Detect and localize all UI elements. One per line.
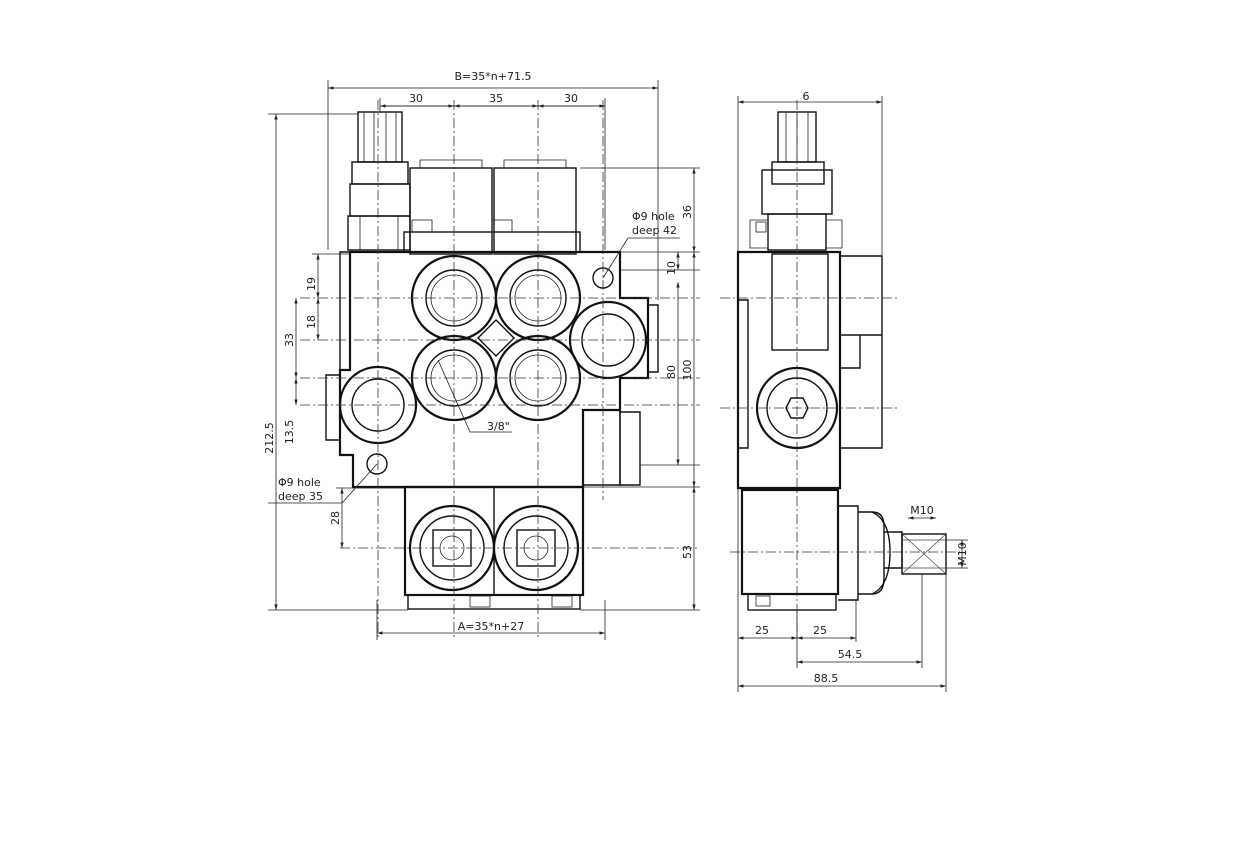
dim-left-28: 28	[329, 511, 342, 525]
side-view: 6 M10 M10 25 25 54.5 88.5	[720, 90, 969, 692]
dim-overall-height: 212.5	[263, 422, 276, 454]
dim-right-80: 80	[665, 365, 678, 379]
dim-side-top: 6	[803, 90, 810, 103]
thread-label-horizontal: M10	[910, 504, 934, 517]
port-size-label: 3/8"	[487, 420, 510, 433]
dim-right-53: 53	[681, 545, 694, 559]
mounting-hole-bottom	[366, 453, 388, 475]
upper-ports	[410, 254, 582, 422]
dim-top-2: 35	[489, 92, 503, 105]
hole-top-note-line2: deep 42	[632, 224, 677, 237]
dim-left-18: 18	[305, 315, 318, 329]
dim-side-bottom-2: 25	[813, 624, 827, 637]
side-body-outline	[736, 250, 842, 490]
hole-top-note-line1: Φ9 hole	[632, 210, 675, 223]
side-lower-section	[740, 488, 840, 596]
dim-right-100: 100	[681, 360, 694, 381]
front-view: B=35*n+71.5 30 35 30 212.5 19 18 33 13.5…	[263, 70, 700, 640]
dim-bottom-width: A=35*n+27	[458, 620, 524, 633]
dim-right-10: 10	[665, 261, 678, 275]
dim-top-3: 30	[564, 92, 578, 105]
thread-label-vertical: M10	[956, 542, 969, 566]
dim-left-19: 19	[305, 277, 318, 291]
dim-side-bottom-3: 54.5	[838, 648, 863, 661]
hole-bottom-note-line1: Φ9 hole	[278, 476, 321, 489]
dim-right-36: 36	[681, 205, 694, 219]
dim-overall-width: B=35*n+71.5	[455, 70, 532, 83]
dim-side-bottom-1: 25	[755, 624, 769, 637]
dim-top-1: 30	[409, 92, 423, 105]
dim-left-33: 33	[283, 333, 296, 347]
hole-bottom-note-line2: deep 35	[278, 490, 323, 503]
dim-side-bottom-4: 88.5	[814, 672, 839, 685]
dim-left-13-5: 13.5	[283, 420, 296, 445]
